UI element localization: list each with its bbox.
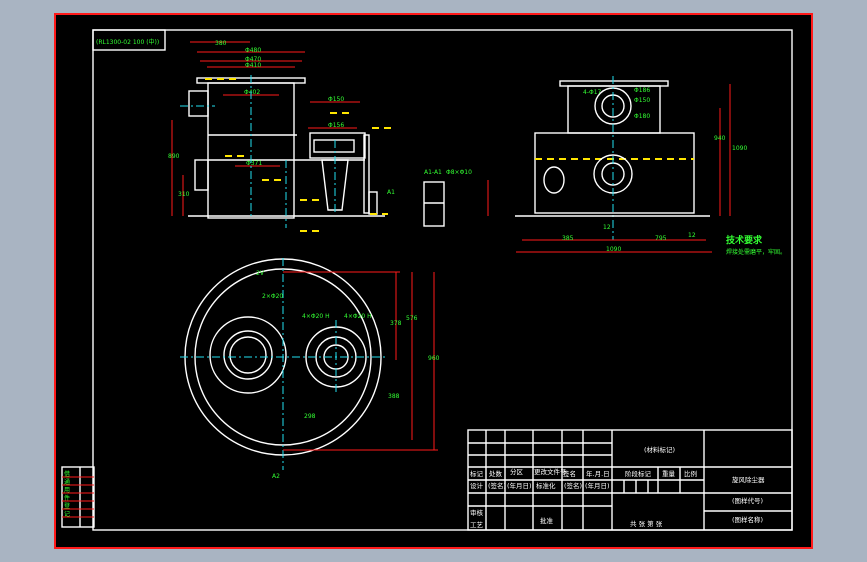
drawing-text: (年月日)	[507, 481, 532, 490]
drawing-text: 分区	[510, 467, 524, 476]
drawing-text: 12	[688, 232, 696, 239]
drawing-text: A2	[272, 473, 280, 480]
drawing-text: Φ402	[244, 89, 260, 96]
drawing-text: 比例	[684, 469, 697, 478]
section-a1: A1-A1 Φ8×Φ10	[423, 169, 472, 227]
drawing-text: 298	[304, 413, 316, 420]
drawing-text: 签名	[563, 469, 576, 478]
drawing-text: Φ470	[245, 56, 261, 63]
drawing-text: 890	[168, 153, 180, 160]
drawing-text: (图样名称)	[732, 515, 763, 524]
drawing-text: 件	[64, 494, 70, 502]
drawing-text: Φ371	[246, 160, 262, 167]
drawing-text: 登	[64, 502, 70, 510]
drawing-text: Φ8×Φ10	[446, 169, 472, 176]
tech-req-title: 技术要求	[726, 234, 763, 246]
drawing-text: Φ180	[634, 113, 650, 120]
drawing-text: 388	[388, 393, 400, 400]
drawing-text: 审核	[470, 508, 484, 517]
drawing-text: 310	[178, 191, 190, 198]
drawing-text: 旋风除尘器	[732, 475, 765, 484]
drawing-text: 批准	[540, 516, 554, 525]
label-box	[92, 29, 166, 51]
drawing-text: 设计	[470, 481, 484, 490]
right-view: 4-Φ17 Φ186 Φ150 Φ180 1090 940 385 795 12…	[487, 76, 786, 256]
drawing-text: A1	[387, 189, 395, 196]
drawing-text: Φ150	[328, 96, 344, 103]
drawing-text: 标准化	[536, 481, 556, 490]
tech-req-text: 焊接处需磨平，牢固。	[726, 248, 786, 256]
drawing-text: 重量	[662, 470, 676, 478]
drawing-text: Φ156	[328, 122, 344, 129]
front-view: 380 Φ480 Φ470 Φ410 Φ402 Φ150 Φ156 Φ371 8…	[168, 40, 395, 232]
drawing-text: Φ150	[634, 97, 650, 104]
drawing-text: 共 张 第 张	[630, 519, 663, 528]
drawing-text: 借	[64, 470, 70, 478]
drawing-text: 960	[428, 355, 440, 362]
drawing-text: 940	[714, 135, 726, 142]
drawing-text: (材料标记)	[644, 445, 675, 454]
drawing-text: Φ480	[245, 47, 261, 54]
drawing-text: 1090	[606, 246, 621, 253]
drawing-text: 4×Φ20 H	[302, 313, 330, 320]
drawing-label: (RL1300-02 100 (中))	[96, 38, 159, 46]
drawing-text: 2V	[256, 270, 265, 277]
drawing-text: Φ410	[245, 62, 261, 69]
drawing-text: (签名)	[488, 481, 506, 490]
drawing-text: 385	[562, 235, 574, 242]
drawing-text: 通	[64, 478, 70, 486]
drawing-text: 576	[406, 315, 418, 322]
drawing-text: (年月日)	[585, 481, 610, 490]
drawing-text: 378	[390, 320, 402, 327]
drawing-text: 处数	[489, 469, 503, 478]
drawing-text: 阶段标记	[625, 469, 652, 478]
drawing-text: (签名)	[564, 481, 582, 490]
side-table: 借 通 用 件 登 记	[61, 466, 95, 528]
drawing-text: 工艺	[470, 521, 484, 529]
title-block: (材料标记) 标记 处数 分区 更改文件号 签名 年.月.日 设计 (签名) (…	[467, 429, 793, 531]
drawing-text: (图样代号)	[732, 496, 763, 505]
drawing-text: 记	[64, 511, 70, 518]
top-view: 2V 2×Φ20 4×Φ20 H 4×Φ20 H 378 576 960 388…	[180, 258, 440, 480]
drawing-text: Φ186	[634, 87, 650, 94]
drawing-text: 380	[215, 40, 227, 47]
drawing-text: 4-Φ17	[583, 89, 602, 96]
drawing-text: 年.月.日	[586, 469, 610, 478]
drawing-text: A1-A1	[424, 169, 442, 176]
drawing-text: 用	[64, 487, 70, 494]
drawing-text: 4×Φ20 H	[344, 313, 372, 320]
drawing-frame	[92, 29, 793, 531]
drawing-text: 1090	[732, 145, 747, 152]
drawing-text: 更改文件号	[534, 467, 567, 476]
drawing-text: 标记	[470, 469, 484, 478]
drawing-text: 795	[655, 235, 667, 242]
drawing-text: 2×Φ20	[262, 293, 283, 300]
drawing-text: 12	[603, 224, 611, 231]
